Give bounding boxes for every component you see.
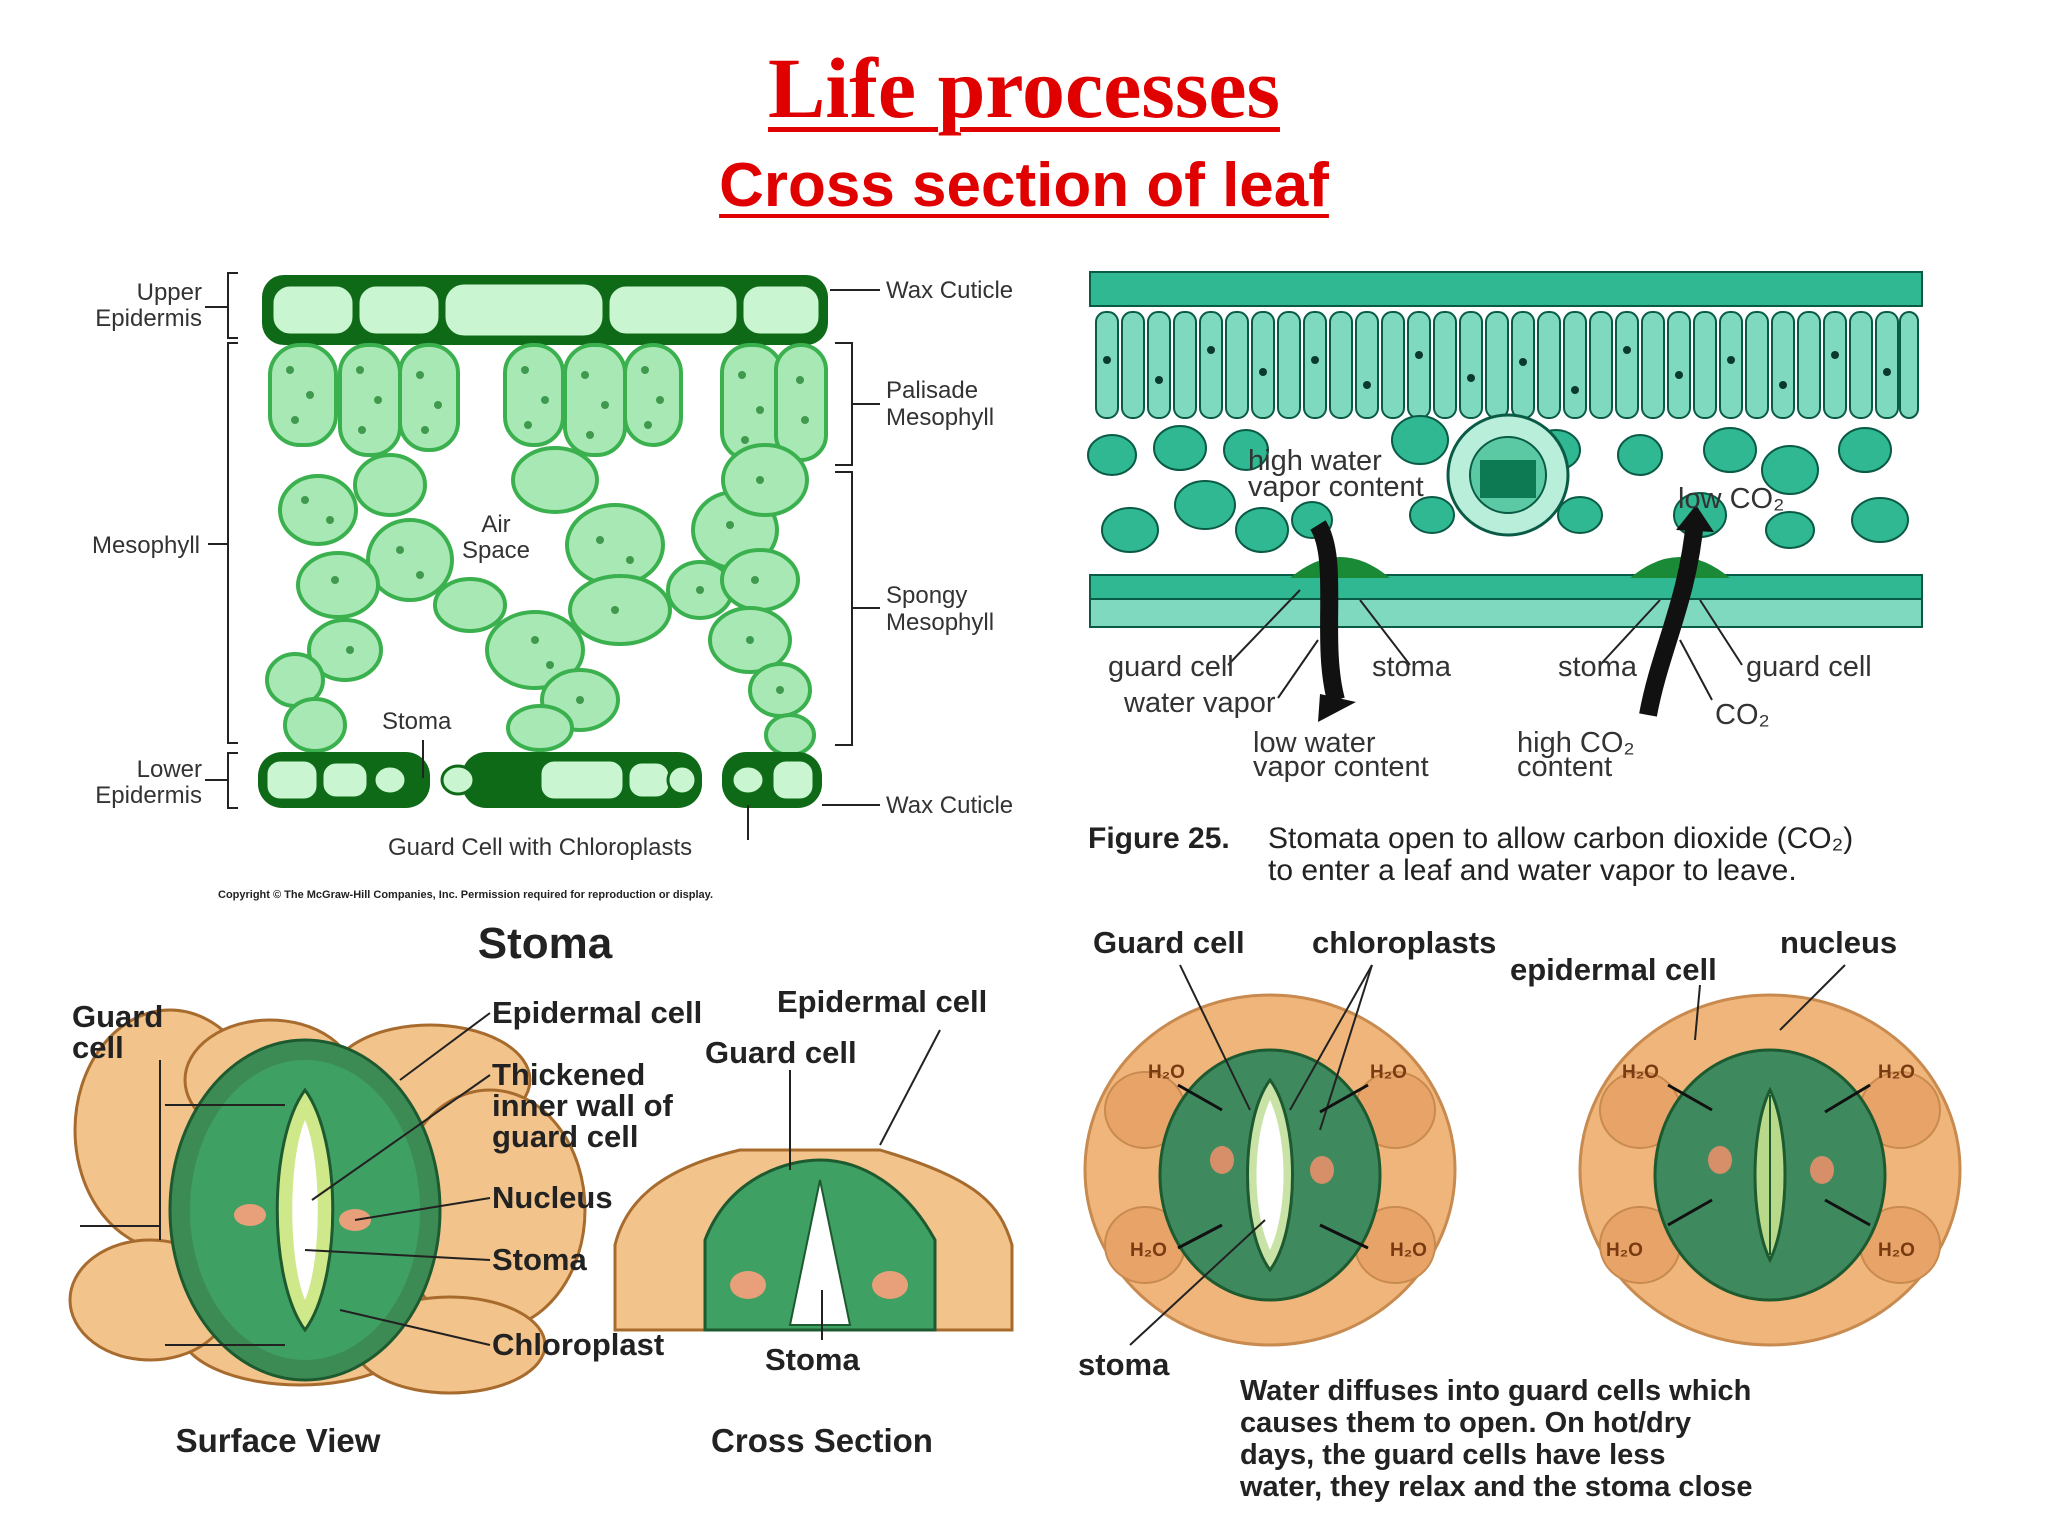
- label-high-co2-2: content: [1517, 751, 1612, 783]
- label-nucleus: Nucleus: [492, 1180, 613, 1215]
- label-chloroplast: Chloroplast: [492, 1327, 664, 1362]
- label-stoma-c: Stoma: [492, 1242, 588, 1277]
- lower-epidermis: [258, 752, 822, 808]
- h2o-label: H₂O: [1370, 1062, 1407, 1083]
- label-wax-cuticle-top: Wax Cuticle: [886, 277, 1013, 304]
- h2o-label: H₂O: [1606, 1240, 1643, 1261]
- label-guard-cell-left: guard cell: [1108, 651, 1234, 683]
- caption-line: causes them to open. On hot/dry: [1240, 1407, 1691, 1439]
- stomata-gas-exchange-diagram: high water vapor content low CO₂ guard c…: [1087, 270, 1923, 887]
- label-guard-cell-right: guard cell: [1746, 651, 1872, 683]
- label-stoma-right: stoma: [1558, 651, 1638, 683]
- label-low-water-1: low water: [1253, 727, 1376, 759]
- h2o-label: H₂O: [1130, 1240, 1167, 1261]
- label-epidermal-cell: Epidermal cell: [492, 995, 702, 1030]
- label-palisade-1: Palisade: [886, 377, 978, 404]
- stoma-heading: Stoma: [478, 919, 613, 968]
- label-guard-cell-2: cell: [72, 1030, 124, 1065]
- stoma-structure-diagram: Stoma: [68, 919, 1014, 1459]
- guard-cells-open: [1158, 1048, 1382, 1302]
- label-spongy-2: Mesophyll: [886, 609, 994, 636]
- label-upper-epidermis-2: Epidermis: [95, 305, 202, 332]
- label-guard-cell-d: Guard cell: [1093, 925, 1245, 960]
- label-high-water-2: vapor content: [1248, 471, 1424, 503]
- caption-line: water, they relax and the stoma close: [1239, 1471, 1753, 1503]
- label-stoma-cs: Stoma: [765, 1342, 861, 1377]
- copyright-text: Copyright © The McGraw-Hill Companies, I…: [218, 889, 713, 901]
- guard-cells-surface: [168, 1038, 442, 1382]
- page-subtitle: Cross section of leaf: [719, 151, 1329, 220]
- page-title: Life processes: [768, 40, 1280, 136]
- caption-line: days, the guard cells have less: [1240, 1439, 1666, 1471]
- guard-cells-closed: [1653, 1048, 1887, 1302]
- label-guard-cell-1: Guard: [72, 999, 163, 1034]
- h2o-label: H₂O: [1622, 1062, 1659, 1083]
- guard-cells-cross: [703, 1158, 937, 1332]
- spongy-cells-b: [1087, 415, 1909, 553]
- label-guard-cell-chloroplasts: Guard Cell with Chloroplasts: [388, 834, 692, 861]
- caption-line: Water diffuses into guard cells which: [1240, 1375, 1751, 1407]
- label-wax-cuticle-bottom: Wax Cuticle: [886, 792, 1013, 819]
- h2o-label: H₂O: [1390, 1240, 1427, 1261]
- label-thickened-3: guard cell: [492, 1119, 638, 1154]
- leaf-cross-section-diagram: Upper Epidermis Mesophyll Lower Epidermi…: [92, 272, 1013, 901]
- label-lower-epidermis-1: Lower: [137, 756, 202, 783]
- guard-cell-turgor-diagram: Guard cell chloroplasts epidermal cell n…: [1078, 925, 1962, 1503]
- label-high-co2-1: high CO₂: [1517, 727, 1635, 759]
- label-stoma: Stoma: [382, 708, 452, 735]
- cross-section-caption: Cross Section: [711, 1422, 933, 1459]
- figure-caption-number: Figure 25.: [1088, 822, 1230, 855]
- label-lower-epidermis-2: Epidermis: [95, 782, 202, 809]
- h2o-label: H₂O: [1148, 1062, 1185, 1083]
- label-upper-epidermis-1: Upper: [137, 279, 202, 306]
- spongy-cells: [265, 443, 816, 757]
- h2o-label: H₂O: [1878, 1062, 1915, 1083]
- label-mesophyll: Mesophyll: [92, 532, 200, 559]
- label-palisade-2: Mesophyll: [886, 404, 994, 431]
- label-stoma-d: stoma: [1078, 1347, 1170, 1382]
- label-epidermal-cell-d: epidermal cell: [1510, 952, 1717, 987]
- palisade-row: [1095, 311, 1919, 419]
- label-low-water-2: vapor content: [1253, 751, 1429, 783]
- label-thickened-1: Thickened: [492, 1057, 645, 1092]
- label-spongy-1: Spongy: [886, 582, 967, 609]
- figure-caption-line2: to enter a leaf and water vapor to leave…: [1268, 854, 1797, 887]
- palisade-cells: [268, 343, 828, 462]
- label-guard-cell-cs: Guard cell: [705, 1035, 857, 1070]
- label-air-2: Space: [462, 537, 530, 564]
- figure-caption-line1: Stomata open to allow carbon dioxide (CO…: [1268, 822, 1853, 855]
- label-water-vapor: water vapor: [1123, 687, 1276, 719]
- vascular-bundle: [1446, 413, 1570, 537]
- label-thickened-2: inner wall of: [492, 1088, 674, 1123]
- h2o-label: H₂O: [1878, 1240, 1915, 1261]
- label-air-1: Air: [481, 511, 510, 538]
- label-high-water-1: high water: [1248, 445, 1382, 477]
- label-epidermal-cell-cs: Epidermal cell: [777, 984, 987, 1019]
- label-stoma-left: stoma: [1372, 651, 1452, 683]
- label-low-co2: low CO₂: [1678, 483, 1784, 515]
- label-chloroplasts-d: chloroplasts: [1312, 925, 1496, 960]
- label-nucleus-d: nucleus: [1780, 925, 1897, 960]
- label-co2: CO₂: [1715, 699, 1770, 731]
- surface-view-caption: Surface View: [176, 1422, 381, 1459]
